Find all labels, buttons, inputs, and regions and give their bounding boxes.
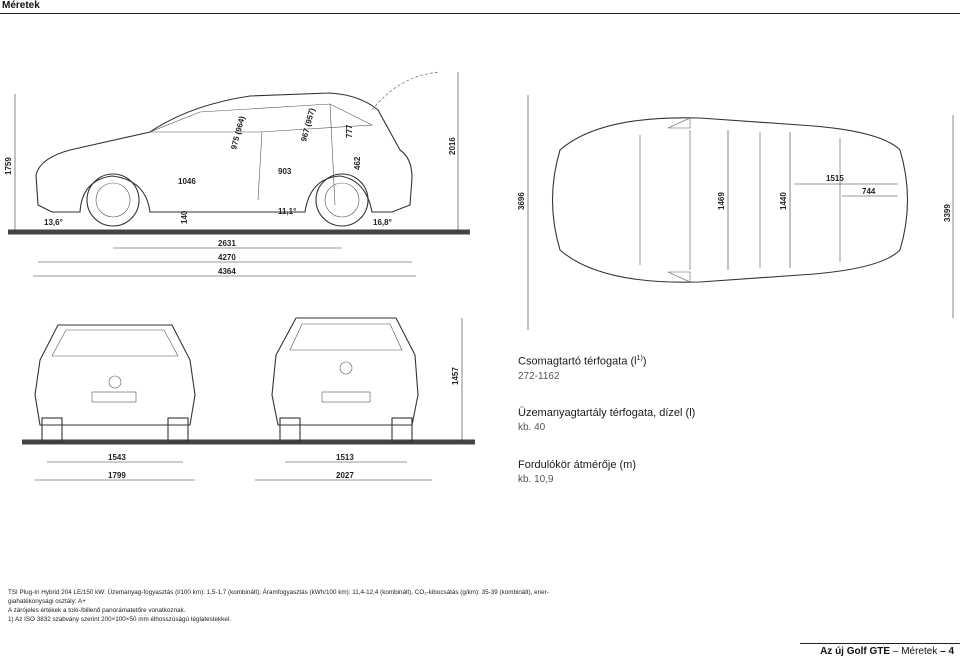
dim-front-angle: 13,6° [44, 218, 63, 227]
header-rule [0, 13, 960, 14]
dim-rear-track: 1513 [336, 453, 354, 462]
footnote-iso: 1) Az ISO 3832 szabvány szerint 200×100×… [8, 616, 231, 623]
spec-label: Üzemanyagtartály térfogata, dízel (l) [518, 407, 696, 419]
dim-width-mirrors: 3696 [517, 192, 526, 210]
spec-value: 272-1162 [518, 370, 560, 382]
dim-rear-height: 1457 [451, 367, 460, 385]
dim-leg-front: 1046 [178, 177, 196, 186]
dim-ramp-angle: 11,1° [278, 207, 296, 216]
footnote-bracket-values: A zárójeles értékek a toló-/billenő pano… [8, 607, 186, 614]
spec-label: Csomagtartó térfogata (l [518, 355, 637, 368]
spec-value: kb. 10,9 [518, 474, 554, 485]
footnote-consumption: TSI Plug-In Hybrid 204 LE/150 kW: Üzeman… [8, 589, 549, 596]
footnotes: TSI Plug-In Hybrid 204 LE/150 kW: Üzeman… [8, 588, 668, 624]
dim-rear-width: 2027 [336, 471, 354, 480]
dim-sill-height: 462 [353, 156, 362, 170]
dim-side-height: 1759 [4, 157, 13, 175]
dim-rear-angle: 16,8° [373, 218, 392, 227]
spec-label: Fordulókör átmérője (m) [518, 459, 636, 471]
page-header: Méretek [0, 0, 960, 12]
dim-front-width: 1799 [108, 471, 126, 480]
dim-trunk-width: 1515 [826, 174, 844, 183]
spec-footnote-ref: 1) [636, 355, 643, 362]
footer-separator: – [892, 646, 899, 657]
dim-trunk-depth: 744 [862, 187, 876, 196]
spec-value: kb. 40 [518, 422, 546, 433]
front-view: 1543 1799 [22, 324, 475, 481]
dim-ground-clearance: 140 [180, 210, 189, 224]
footer-model: Az új Golf GTE [820, 646, 891, 657]
dim-wheelbase: 2631 [218, 239, 236, 248]
footer-section: Méretek [901, 646, 938, 657]
dim-length: 4270 [218, 253, 236, 262]
footer-rule [800, 643, 960, 644]
spec-trunk-volume: Csomagtartó térfogata (l1)) 272-1162 [518, 355, 818, 393]
dim-front-track: 1543 [108, 453, 126, 462]
spec-turning-circle: Fordulókör átmérője (m) kb. 10,9 [518, 459, 818, 497]
footer-separator-2: – [940, 646, 946, 657]
footnote-efficiency-class: giahatékonysági osztály: A+ [8, 598, 86, 605]
dim-inner-width-2: 1440 [779, 192, 788, 210]
dim-trunk-height: 777 [345, 124, 354, 138]
page-title: Méretek [2, 0, 40, 11]
page-number: 4 [948, 646, 954, 657]
page-footer: Az új Golf GTE – Méretek – 4 [820, 646, 954, 657]
dim-head-rear: 967 (957) [299, 107, 317, 143]
side-view: 1759 2016 140 13,6° 16,8° 11,1° 1046 903… [4, 71, 470, 277]
dim-head-front: 975 (964) [229, 115, 247, 151]
spec-panel: Csomagtartó térfogata (l1)) 272-1162 Üze… [518, 355, 818, 511]
spec-fuel-tank: Üzemanyagtartály térfogata, dízel (l) kb… [518, 407, 818, 445]
dim-inner-width-1: 1469 [717, 192, 726, 210]
top-view: 3696 1469 1440 1515 744 3399 [517, 95, 954, 330]
spec-label-end: ) [642, 355, 647, 368]
dim-length-total: 4364 [218, 267, 236, 276]
dim-turn: 3399 [943, 204, 952, 222]
dim-leg-rear: 903 [278, 167, 292, 176]
dim-open-height: 2016 [448, 137, 457, 155]
rear-view: 1457 1513 2027 [255, 317, 463, 481]
